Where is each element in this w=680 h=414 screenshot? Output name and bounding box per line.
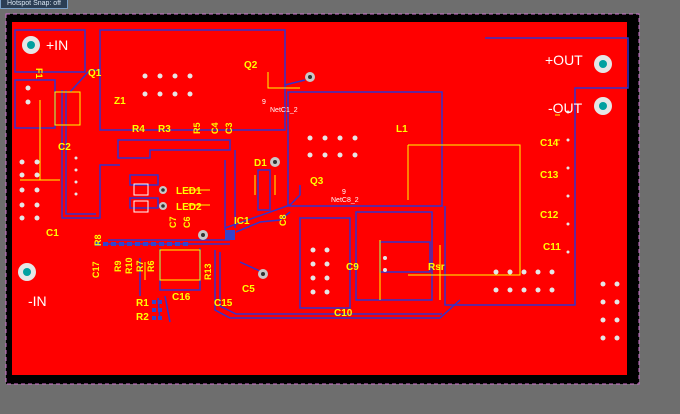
designator-c8: C8 xyxy=(278,214,288,226)
designator-rsr: Rsr xyxy=(428,262,445,273)
designator-z1: Z1 xyxy=(114,96,126,107)
designator-c17: C17 xyxy=(91,261,101,278)
test-pads xyxy=(198,72,315,279)
led-pads xyxy=(133,183,167,213)
designator-c14: C14 xyxy=(540,138,559,149)
designator-r4: R4 xyxy=(132,124,145,135)
designator-c16: C16 xyxy=(172,292,191,303)
label-plus-in: +IN xyxy=(46,37,68,53)
designator-q1: Q1 xyxy=(88,68,102,79)
designator-c12: C12 xyxy=(540,210,559,221)
designator-r6: R6 xyxy=(146,260,156,272)
designator-r13: R13 xyxy=(203,263,213,280)
designator-c13: C13 xyxy=(540,170,559,181)
designator-r2: R2 xyxy=(136,312,149,323)
designator-c7: C7 xyxy=(168,216,178,228)
net-name-q3: NetC8_2 xyxy=(331,197,359,204)
designator-c5: C5 xyxy=(242,284,255,295)
designator-r5: R5 xyxy=(192,122,202,134)
designator-r9: R9 xyxy=(113,260,123,272)
keepout-outline xyxy=(5,13,640,385)
designator-q3: Q3 xyxy=(310,176,324,187)
designator-d1: D1 xyxy=(254,158,267,169)
designator-c6: C6 xyxy=(182,216,192,228)
net-name-q2: NetC1_2 xyxy=(270,107,298,114)
mounting-holes xyxy=(18,36,612,281)
label-plus-out: +OUT xyxy=(545,52,583,68)
hotspot-snap-tab[interactable]: Hotspot Snap: off xyxy=(0,0,68,9)
designator-q2: Q2 xyxy=(244,60,258,71)
net-labels: 9 NetC1_2 9 NetC8_2 xyxy=(262,99,359,204)
designator-f1: F1 xyxy=(34,68,44,79)
designator-r8: R8 xyxy=(93,234,103,246)
designator-r1: R1 xyxy=(136,298,149,309)
designator-led2: LED2 xyxy=(176,202,202,213)
silkscreen-outlines xyxy=(20,72,560,300)
designator-r7: R7 xyxy=(135,260,145,272)
via-arrays xyxy=(19,73,620,341)
copper-pour xyxy=(12,22,627,375)
designator-c10: C10 xyxy=(334,308,353,319)
designator-c9: C9 xyxy=(346,262,359,273)
designator-c15: C15 xyxy=(214,298,233,309)
net-pin-q3: 9 xyxy=(342,189,346,196)
net-pin-q2: 9 xyxy=(262,99,266,106)
designator-l1: L1 xyxy=(396,124,408,135)
smd-pads xyxy=(95,230,235,320)
designator-c3: C3 xyxy=(224,122,234,134)
designator-ic1: IC1 xyxy=(234,216,250,227)
designator-c11: C11 xyxy=(543,242,561,253)
designator-c4: C4 xyxy=(210,122,220,134)
designators: F1 Q1 Z1 Q2 L1 C2 R4 R3 R5 C4 C3 D1 Q3 L… xyxy=(34,60,561,323)
designator-c2: C2 xyxy=(58,142,71,153)
designator-r3: R3 xyxy=(158,124,171,135)
designator-led1: LED1 xyxy=(176,186,202,197)
designator-c1: C1 xyxy=(46,228,59,239)
label-minus-in: -IN xyxy=(28,293,47,309)
bottom-tracks xyxy=(14,29,629,323)
designator-r10: R10 xyxy=(124,257,134,274)
label-minus-out: -OUT xyxy=(548,100,583,116)
